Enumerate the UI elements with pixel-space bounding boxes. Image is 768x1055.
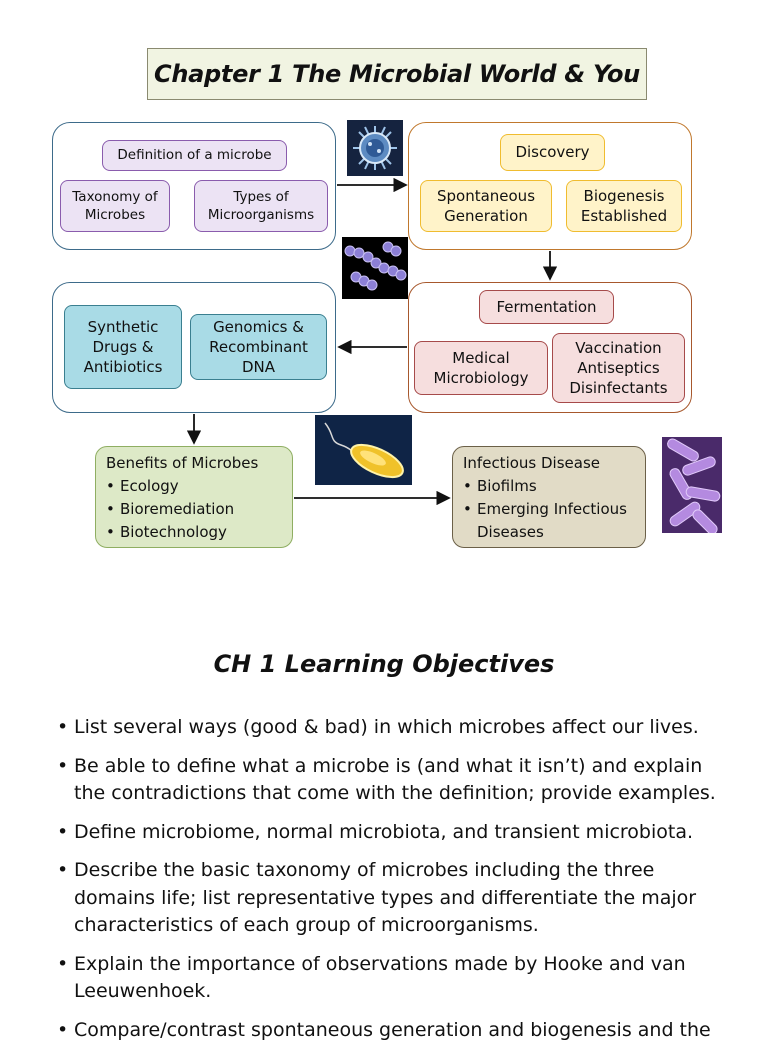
spontaneous-generation-box: Spontaneous Generation bbox=[420, 180, 552, 232]
genomics-box: Genomics & Recombinant DNA bbox=[190, 314, 327, 380]
taxonomy-box: Taxonomy of Microbes bbox=[60, 180, 170, 232]
objectives-heading: CH 1 Learning Objectives bbox=[213, 650, 555, 678]
page-title: Chapter 1 The Microbial World & You bbox=[147, 48, 647, 100]
list-item: Biotechnology bbox=[106, 521, 282, 544]
medical-microbiology-box: Medical Microbiology bbox=[414, 341, 548, 395]
objective-item: List several ways (good & bad) in which … bbox=[55, 714, 735, 742]
list-item: Ecology bbox=[106, 475, 282, 498]
fermentation-box: Fermentation bbox=[479, 290, 614, 324]
vaccination-box: Vaccination Antiseptics Disinfectants bbox=[552, 333, 685, 403]
benefits-heading: Benefits of Microbes bbox=[106, 454, 259, 472]
list-item: Emerging Infectious Diseases bbox=[463, 498, 635, 544]
objective-item: Define microbiome, normal microbiota, an… bbox=[55, 819, 735, 847]
list-item: Bioremediation bbox=[106, 498, 282, 521]
benefits-box: Benefits of Microbes Ecology Bioremediat… bbox=[95, 446, 293, 548]
objectives-list: List several ways (good & bad) in which … bbox=[55, 714, 735, 1055]
objective-item: Describe the basic taxonomy of microbes … bbox=[55, 857, 735, 940]
bacilli-image bbox=[662, 437, 722, 533]
flagellated-bacterium-image bbox=[315, 415, 412, 485]
connector-arrows bbox=[186, 177, 558, 506]
types-box: Types of Microorganisms bbox=[194, 180, 328, 232]
synthetic-drugs-box: Synthetic Drugs & Antibiotics bbox=[64, 305, 182, 389]
objective-item: Be able to define what a microbe is (and… bbox=[55, 753, 735, 808]
objective-item: Explain the importance of observations m… bbox=[55, 951, 735, 1006]
list-item: Biofilms bbox=[463, 475, 635, 498]
infectious-disease-box: Infectious Disease Biofilms Emerging Inf… bbox=[452, 446, 646, 548]
definition-box: Definition of a microbe bbox=[102, 140, 287, 171]
biogenesis-box: Biogenesis Established bbox=[566, 180, 682, 232]
discovery-box: Discovery bbox=[500, 134, 605, 171]
virus-image bbox=[347, 120, 403, 176]
infectious-heading: Infectious Disease bbox=[463, 454, 600, 472]
cocci-chain-image bbox=[342, 237, 408, 299]
objective-item: Compare/contrast spontaneous generation … bbox=[55, 1017, 735, 1045]
